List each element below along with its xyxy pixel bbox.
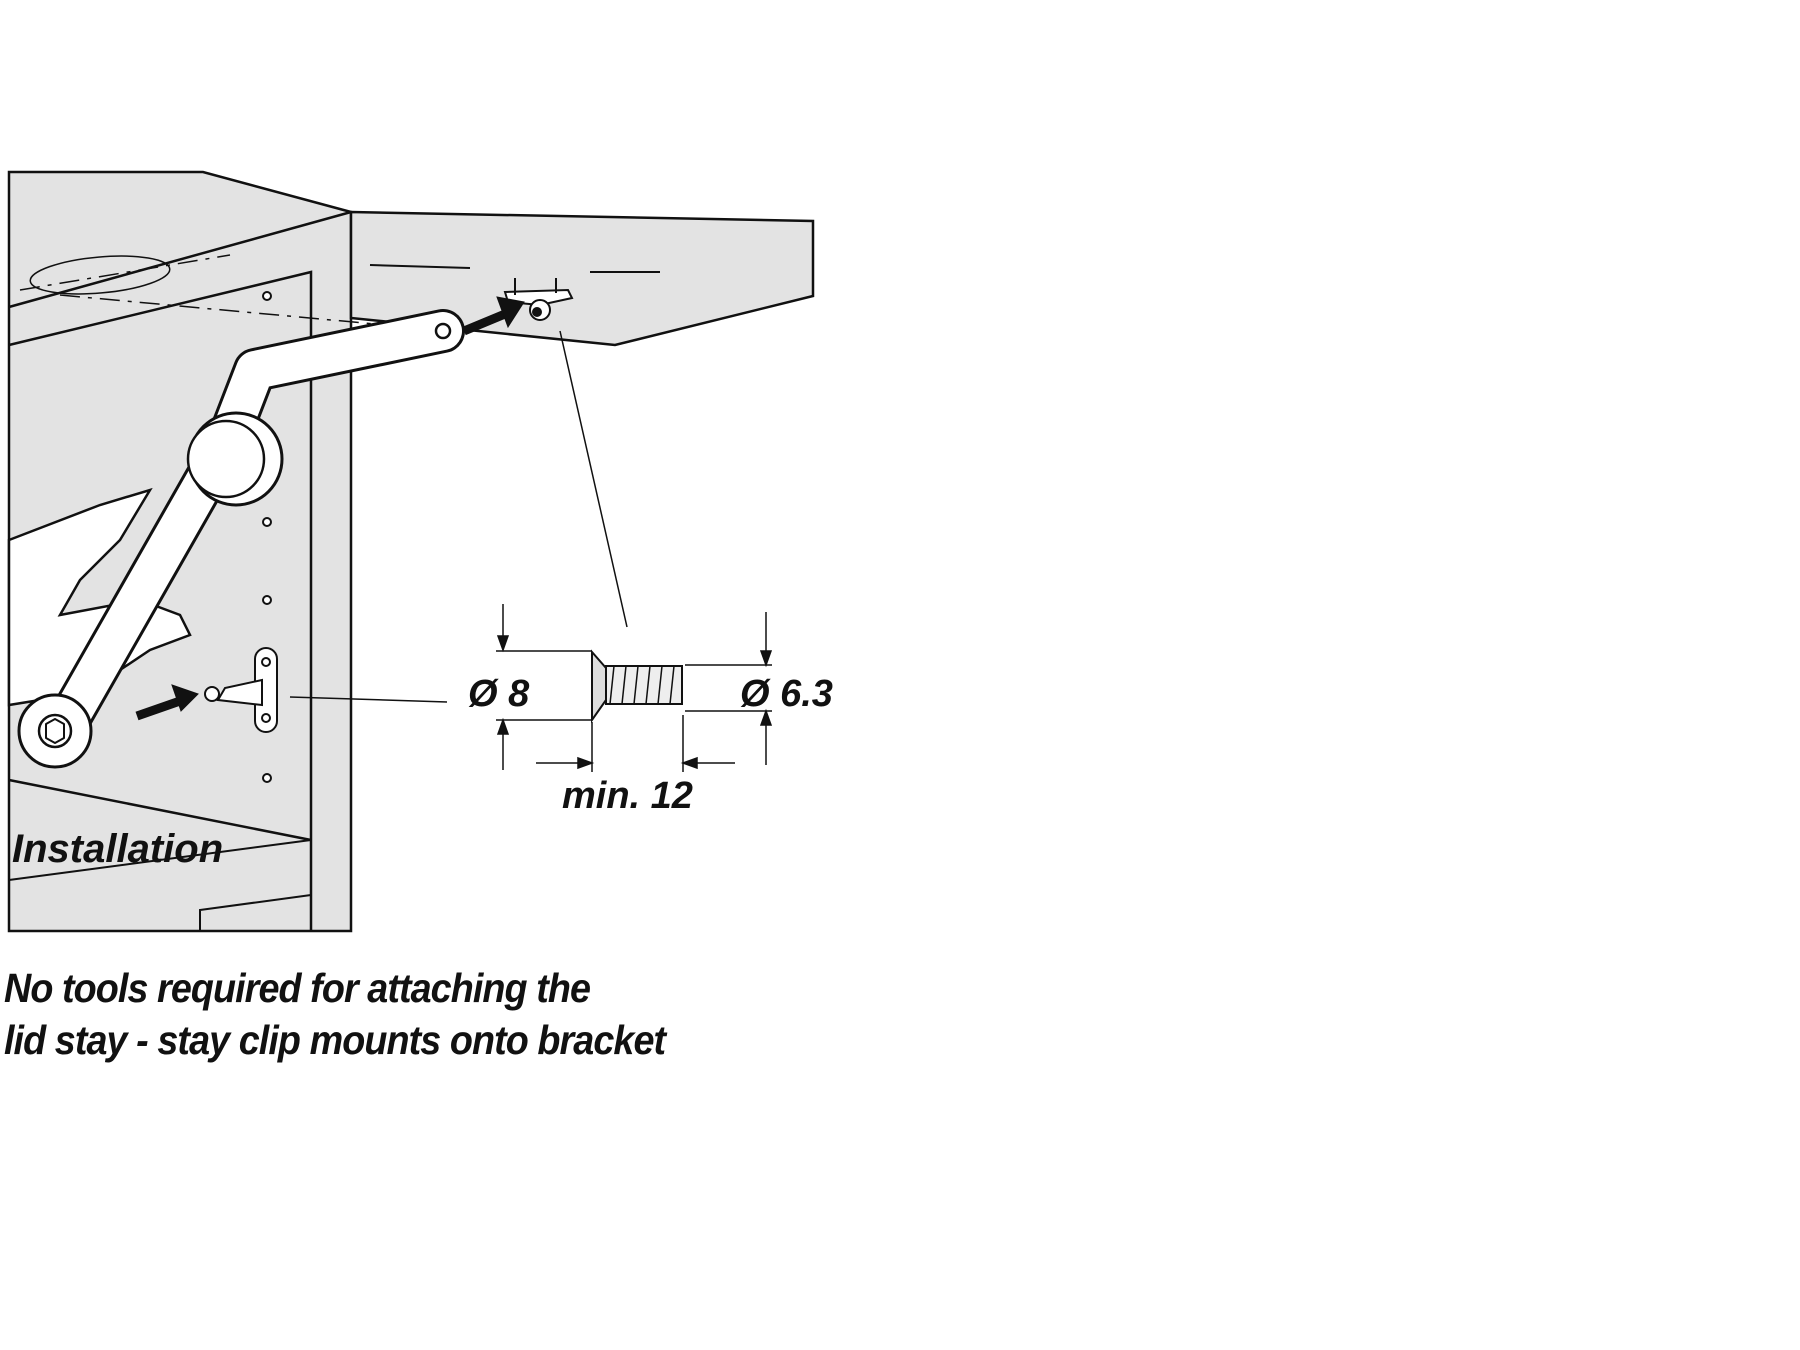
min-length-label: min. 12 bbox=[562, 775, 693, 817]
leader-lines bbox=[289, 330, 628, 703]
shelf-holes bbox=[262, 291, 272, 783]
caption-line-2: lid stay - stay clip mounts onto bracket bbox=[4, 1017, 666, 1063]
thread-diameter-label: Ø 6.3 bbox=[740, 673, 833, 715]
caption: No tools required for attaching the lid … bbox=[4, 962, 666, 1066]
caption-line-1: No tools required for attaching the bbox=[4, 965, 591, 1011]
lid bbox=[349, 210, 815, 347]
insert-arrows bbox=[135, 296, 525, 721]
side-bracket bbox=[204, 647, 278, 733]
installation-label: Installation bbox=[12, 827, 223, 871]
dimension-lines bbox=[496, 604, 773, 772]
lid-stay-arm bbox=[17, 309, 465, 769]
head-diameter-label: Ø 8 bbox=[468, 673, 530, 715]
screw bbox=[591, 649, 683, 724]
